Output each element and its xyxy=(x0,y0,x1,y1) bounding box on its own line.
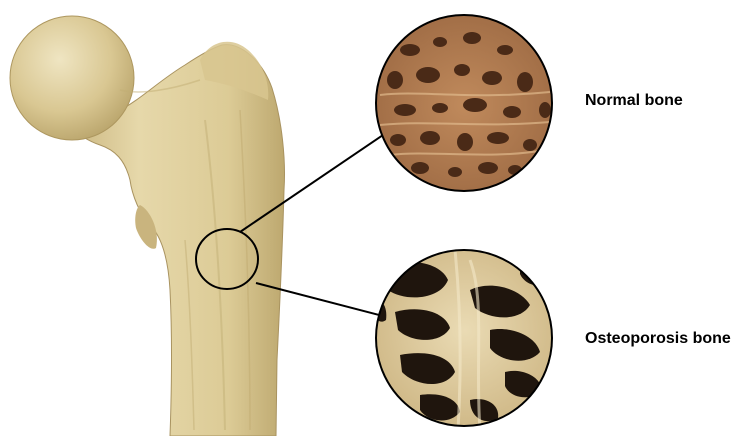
osteoporosis-bone-magnified xyxy=(370,245,560,435)
osteoporosis-bone-label: Osteoporosis bone xyxy=(585,330,731,348)
normal-bone-magnified xyxy=(370,10,560,200)
femoral-head xyxy=(10,16,134,140)
femur-bone xyxy=(10,16,285,436)
normal-bone-label: Normal bone xyxy=(585,92,683,110)
